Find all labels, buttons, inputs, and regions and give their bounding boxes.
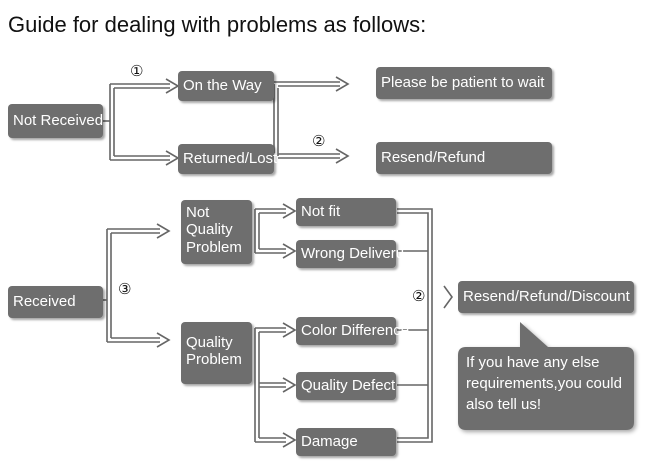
arrowhead-on-the-way — [165, 78, 180, 94]
on-the-way-label: On the Way — [183, 77, 262, 95]
on-the-way-box: On the Way — [178, 71, 274, 101]
quality-problem-box: Quality Problem — [181, 322, 252, 384]
step-marker-3: ③ — [118, 280, 132, 298]
quality-defect-box: Quality Defect — [296, 372, 396, 400]
step-marker-2a: ② — [312, 132, 326, 150]
wrong-delivery-label: Wrong Deliveru — [301, 245, 405, 263]
page-title: Guide for dealing with problems as follo… — [8, 12, 427, 37]
arrowhead-color — [282, 322, 297, 338]
connector-right-merge-outer — [397, 208, 433, 443]
arrowhead-wrong — [282, 243, 297, 259]
arrowhead-damage — [282, 432, 297, 448]
arrowhead-resend — [335, 148, 350, 164]
not-quality-problem-label: Not Quality Problem — [186, 204, 242, 256]
connector-right-merge-inner — [397, 212, 429, 439]
received-label: Received — [13, 293, 76, 311]
color-difference-box: Color Difference — [296, 317, 409, 345]
arrowhead-qp — [156, 332, 171, 348]
resend-refund-discount-box: Resend/Refund/Discount — [458, 281, 634, 313]
arrowhead-notfit — [282, 203, 297, 219]
please-wait-box: Please be patient to wait — [376, 67, 552, 99]
step-marker-1: ① — [130, 62, 144, 80]
arrowhead-wait — [335, 76, 350, 92]
color-difference-label: Color Difference — [301, 322, 410, 340]
quality-defect-label: Quality Defect — [301, 377, 396, 395]
returned-lost-label: Returned/Lost — [183, 150, 278, 168]
arrowhead-nqp — [156, 223, 171, 239]
not-received-label: Not Received — [13, 112, 104, 130]
resend-refund-discount-label: Resend/Refund/Discount — [463, 288, 630, 306]
please-wait-label: Please be patient to wait — [381, 74, 545, 92]
not-fit-box: Not fit — [296, 198, 396, 226]
resend-refund-box: Resend/Refund — [376, 142, 552, 174]
not-fit-label: Not fit — [301, 203, 341, 221]
arrowhead-final — [443, 285, 453, 309]
speech-bubble-text: If you have any else requirements,you co… — [466, 354, 622, 413]
not-quality-problem-box: Not Quality Problem — [181, 200, 252, 264]
arrowhead-returned — [165, 150, 180, 166]
returned-lost-box: Returned/Lost — [178, 144, 278, 174]
damage-label: Damage — [301, 433, 358, 451]
step-marker-2b: ② — [412, 287, 426, 305]
damage-box: Damage — [296, 428, 396, 456]
quality-problem-label: Quality Problem — [186, 334, 242, 369]
resend-refund-label: Resend/Refund — [381, 149, 486, 167]
not-received-box: Not Received — [8, 104, 103, 138]
arrowhead-defect — [282, 377, 297, 393]
speech-bubble-shape — [458, 322, 634, 430]
received-box: Received — [8, 286, 103, 318]
wrong-delivery-box: Wrong Deliveru — [296, 240, 404, 268]
